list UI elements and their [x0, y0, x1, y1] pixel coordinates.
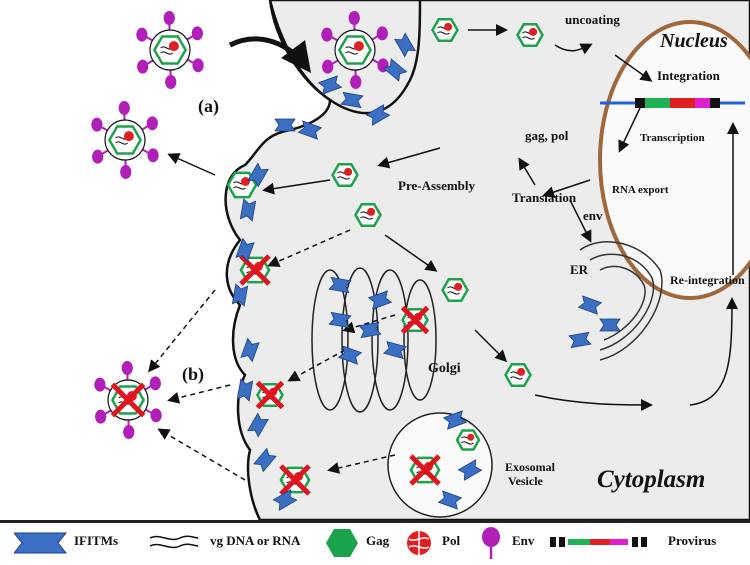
rna-export-label: RNA export	[612, 184, 669, 196]
legend-gag: Gag	[366, 533, 389, 549]
vg-legend-icon	[150, 533, 200, 553]
legend: IFITMs vg DNA or RNA Gag Pol Env Proviru…	[0, 520, 750, 565]
blocked-exosome	[411, 456, 439, 484]
env-label: env	[583, 208, 603, 224]
blocked-budding-3	[281, 466, 309, 494]
golgi-label: Golgi	[428, 361, 461, 377]
uncoating-core	[518, 24, 543, 46]
provirus-legend-icon	[550, 535, 660, 549]
legend-pol: Pol	[442, 533, 460, 549]
legend-vg: vg DNA or RNA	[210, 533, 300, 549]
ifitm-ribbon-6	[275, 119, 295, 131]
env-legend-icon	[480, 525, 502, 561]
legend-env: Env	[512, 533, 534, 549]
ifitm-legend-icon	[14, 531, 69, 555]
gag-legend-icon	[325, 527, 359, 559]
late-core	[506, 364, 531, 386]
vesicle-label: Vesicle	[508, 474, 543, 489]
cytoplasm-label: Cytoplasm	[597, 466, 705, 494]
hiv-lifecycle-diagram	[0, 0, 750, 520]
blocked-golgi	[403, 308, 428, 333]
uncoating-label: uncoating	[565, 12, 620, 28]
blocked-budding-1	[241, 256, 269, 284]
exosome-core	[457, 431, 479, 450]
legend-ifitms: IFITMs	[74, 533, 118, 549]
exosomal-label: Exosomal	[505, 460, 555, 475]
nucleus-label: Nucleus	[660, 30, 728, 53]
pol-legend-icon	[405, 529, 433, 557]
panel-a-label: (a)	[198, 96, 219, 117]
panel-b-label: (b)	[182, 364, 204, 385]
pre-assembly-label: Pre-Assembly	[398, 178, 475, 194]
incoming-virion	[136, 11, 203, 89]
legend-provirus: Provirus	[668, 533, 716, 549]
transcription-label: Transcription	[640, 132, 705, 144]
gag-pol-label: gag, pol	[525, 128, 568, 144]
trafficking-core	[443, 279, 468, 301]
blocked-virion	[94, 361, 161, 439]
preassembly-core-1	[333, 164, 358, 186]
released-virion	[91, 101, 158, 179]
blocked-budding-2	[258, 383, 283, 408]
translation-label: Translation	[512, 190, 576, 206]
entered-core	[433, 19, 458, 41]
preassembly-core-2	[356, 204, 381, 226]
re-integration-label: Re-integration	[670, 273, 745, 288]
integration-label: Integration	[657, 68, 720, 84]
er-label: ER	[570, 262, 588, 278]
